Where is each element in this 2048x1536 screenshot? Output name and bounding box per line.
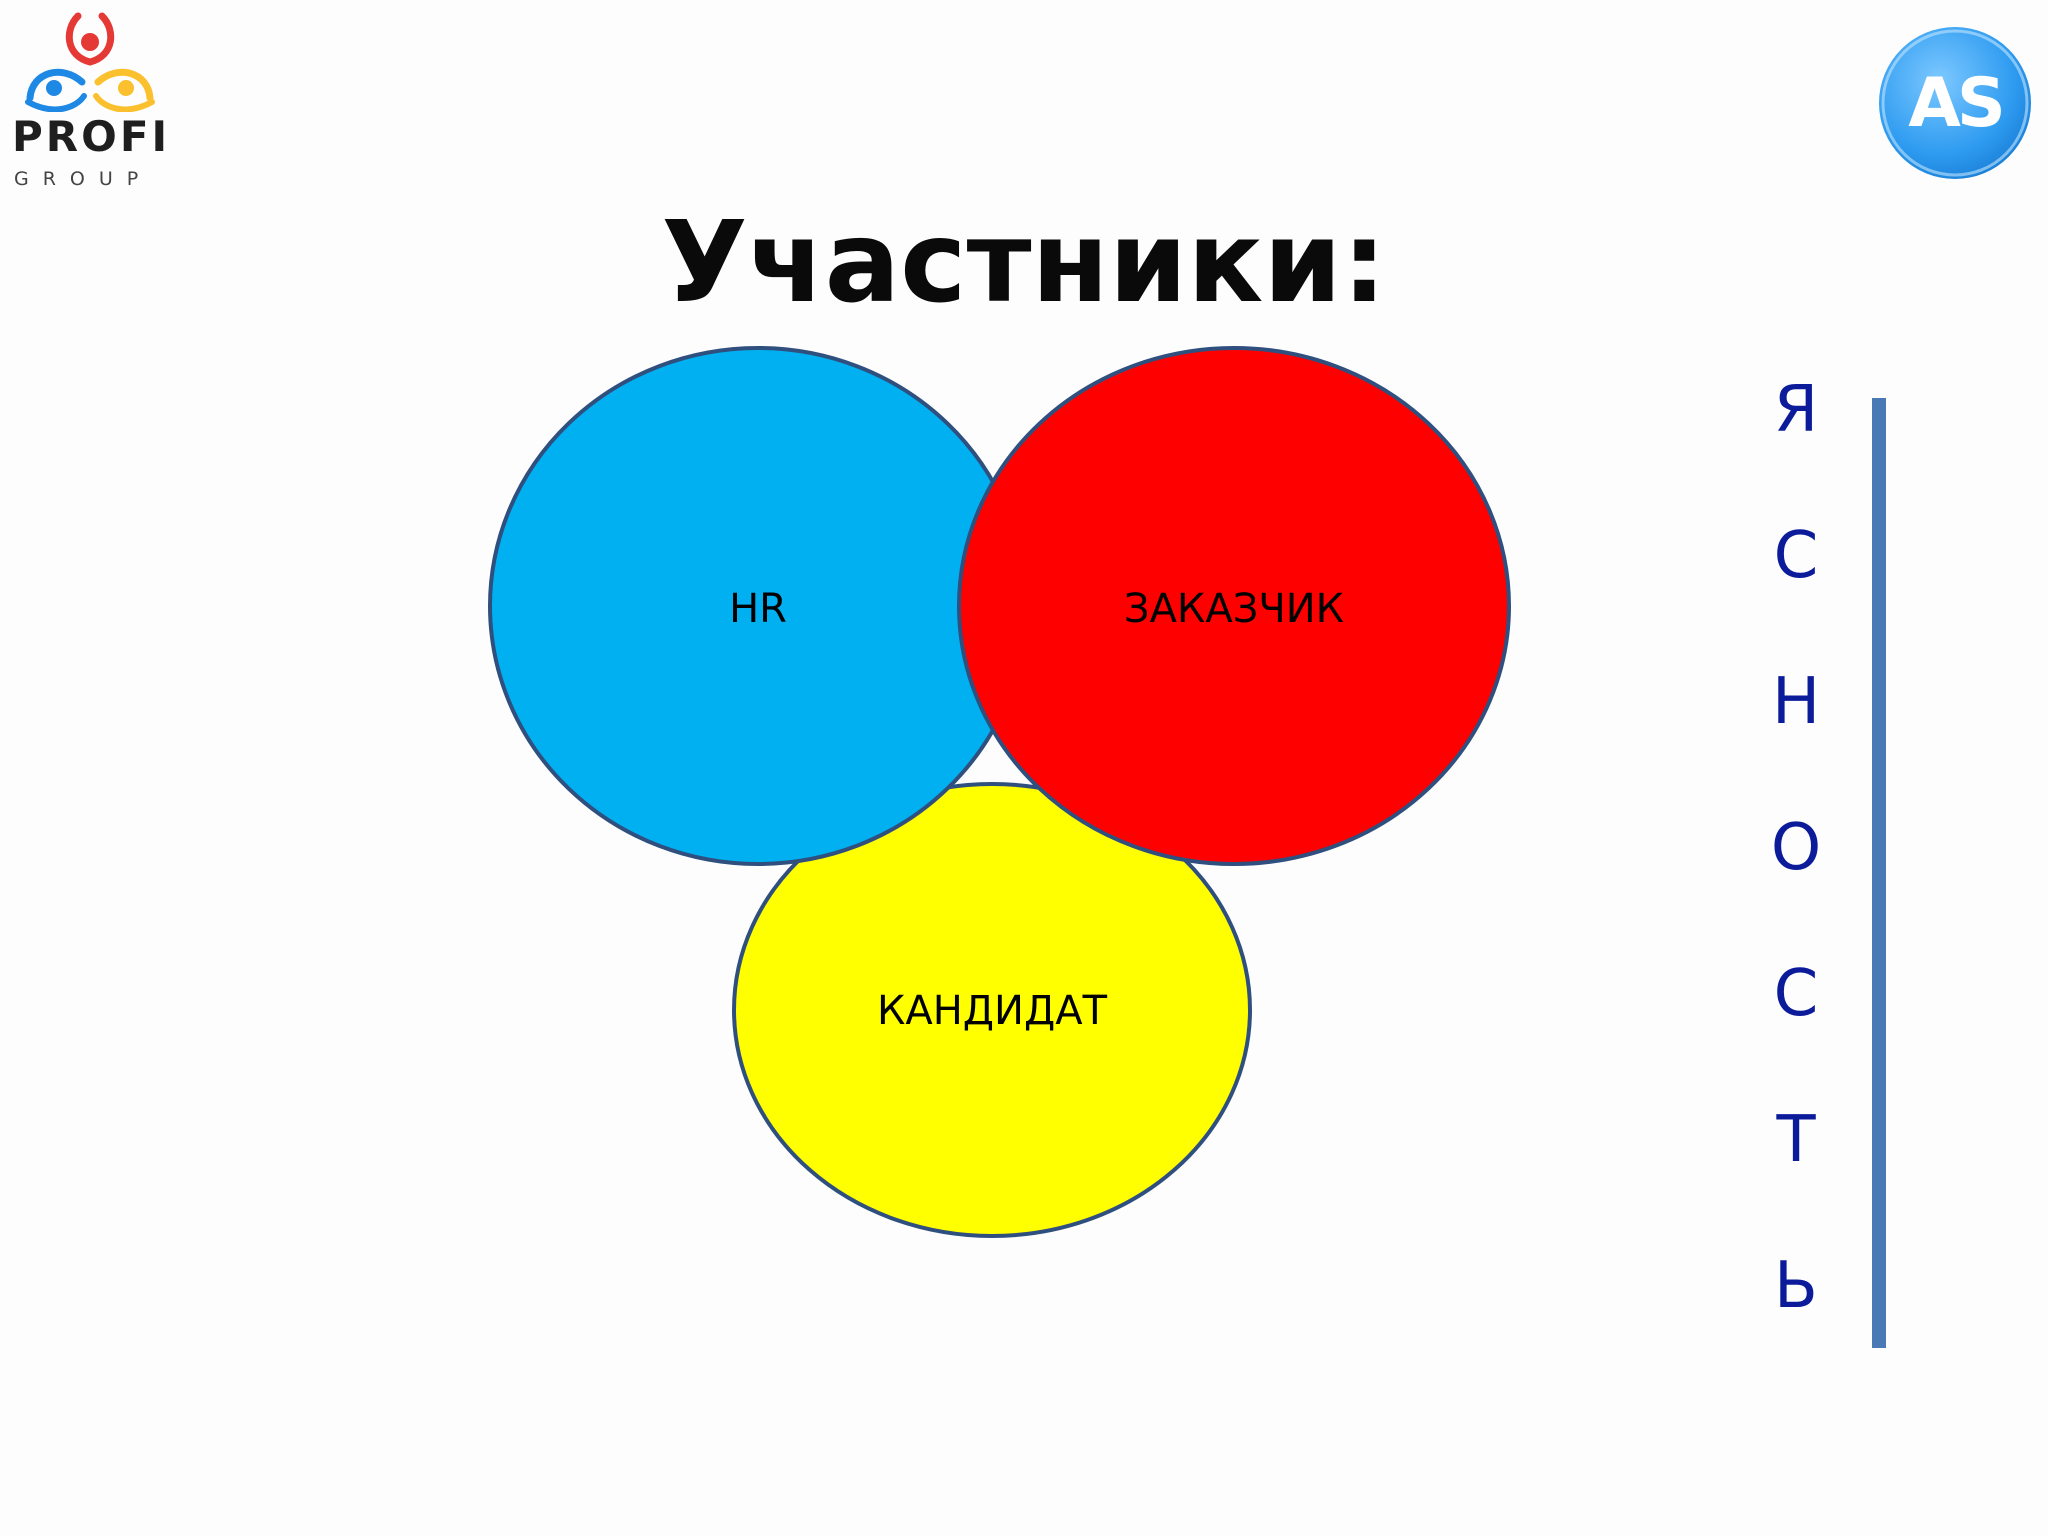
vertical-letter: Ь xyxy=(1774,1249,1818,1323)
vertical-letter: О xyxy=(1770,811,1822,885)
vertical-letter: С xyxy=(1773,957,1819,1031)
page-title: Участники: xyxy=(661,198,1387,328)
as-logo-text: AS xyxy=(1908,63,2006,143)
vertical-letter: Я xyxy=(1773,373,1819,447)
vertical-letter: С xyxy=(1773,519,1819,593)
people-emblem-icon xyxy=(25,12,155,112)
logo-profi-text: PROFI xyxy=(12,112,171,161)
circle-client-label: ЗАКАЗЧИК xyxy=(1124,586,1344,632)
logo-group-text: GROUP xyxy=(14,168,153,190)
circle-hr-label: HR xyxy=(729,586,787,632)
vertical-word: Я С Н О С Т Ь xyxy=(1736,370,1856,1330)
vertical-letter: Т xyxy=(1776,1103,1816,1177)
circle-client xyxy=(957,346,1511,866)
vertical-letter: Н xyxy=(1771,665,1821,739)
profi-group-logo: PROFI GROUP xyxy=(10,12,171,190)
as-logo: AS xyxy=(1876,24,2034,182)
as-badge-icon xyxy=(1879,27,2031,179)
circle-candidate xyxy=(732,782,1252,1238)
circle-candidate-label: КАНДИДАТ xyxy=(877,988,1108,1034)
vertical-divider-bar xyxy=(1872,398,1886,1348)
